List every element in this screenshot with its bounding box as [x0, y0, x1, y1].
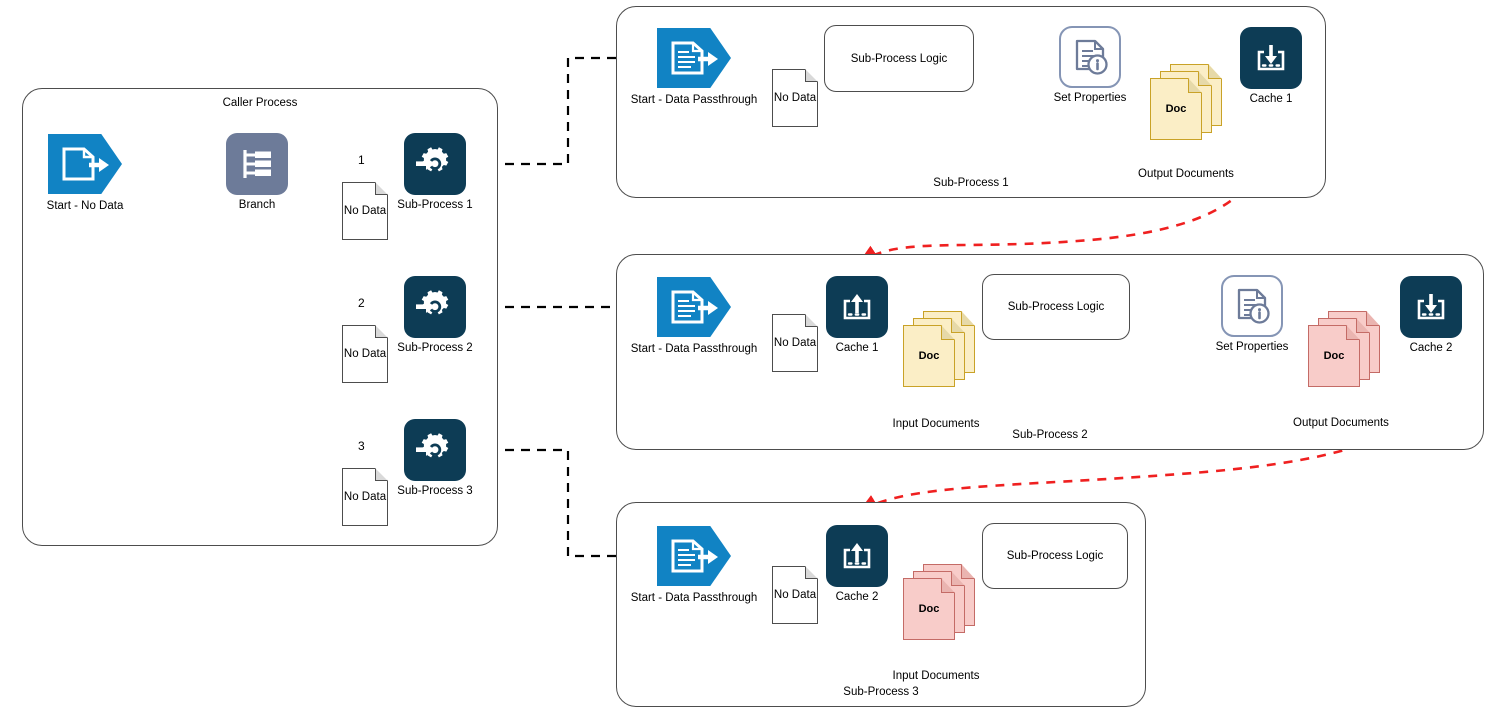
- doc-stack-p3-input: Doc: [903, 564, 975, 640]
- node-p2-logic[interactable]: Sub-Process Logic: [982, 274, 1130, 340]
- document-info-icon: [1059, 26, 1121, 88]
- node-p2-cache-write-label: Cache 2: [1409, 342, 1453, 354]
- brace-label-p2-input: Input Documents: [892, 418, 980, 430]
- doc-no-data-sp2-text: No Data: [343, 347, 387, 360]
- brace-label-p2-output: Output Documents: [1293, 417, 1389, 429]
- node-p3-cache-read[interactable]: Cache 2: [826, 525, 888, 603]
- doc-stack-p2-output: Doc: [1308, 311, 1380, 387]
- doc-no-data-sp1-text: No Data: [343, 204, 387, 217]
- doc-no-data-sp2: No Data: [342, 325, 388, 383]
- node-p1-set-properties[interactable]: Set Properties: [1054, 26, 1126, 104]
- doc-no-data-sp3-text: No Data: [343, 490, 387, 503]
- node-p1-logic[interactable]: Sub-Process Logic: [824, 25, 974, 92]
- node-p3-start-label: Start - Data Passthrough: [630, 592, 758, 604]
- sub-process-gear-icon: [404, 419, 466, 481]
- cache-read-icon: [826, 525, 888, 587]
- node-p1-start-label: Start - Data Passthrough: [630, 94, 758, 106]
- node-p3-logic-label: Sub-Process Logic: [1006, 550, 1104, 562]
- doc-p1-no-data: No Data: [772, 69, 818, 127]
- node-p3-logic[interactable]: Sub-Process Logic: [982, 523, 1128, 589]
- node-call-sub-process-2-label: Sub-Process 2: [397, 342, 473, 354]
- start-document-arrow-icon: [657, 526, 731, 586]
- sub-process-gear-icon: [404, 133, 466, 195]
- start-document-arrow-icon: [657, 28, 731, 88]
- node-p1-cache-write-label: Cache 1: [1249, 93, 1293, 105]
- branch-path-label-3: 3: [358, 437, 365, 455]
- branch-path-2-text: 2: [358, 296, 365, 310]
- doc-p3-no-data-text: No Data: [773, 588, 817, 601]
- branch-path-label-2: 2: [358, 294, 365, 312]
- node-p1-set-properties-label: Set Properties: [1053, 92, 1127, 104]
- node-p2-cache-read-label: Cache 1: [835, 342, 879, 354]
- doc-sheet-front: [1308, 325, 1360, 387]
- doc-no-data-sp3: No Data: [342, 468, 388, 526]
- document-info-icon: [1221, 275, 1283, 337]
- start-document-arrow-icon: [657, 277, 731, 337]
- node-call-sub-process-2[interactable]: Sub-Process 2: [397, 276, 473, 354]
- doc-stack-p1-output: Doc: [1150, 64, 1222, 140]
- node-p1-cache-write[interactable]: Cache 1: [1240, 27, 1302, 105]
- cache-read-icon: [826, 276, 888, 338]
- branch-tree-icon: [226, 133, 288, 195]
- panel-sub-process-2-title: Sub-Process 2: [1012, 429, 1088, 441]
- node-call-sub-process-1-label: Sub-Process 1: [397, 199, 473, 211]
- cache-write-icon: [1240, 27, 1302, 89]
- node-p1-start[interactable]: Start - Data Passthrough: [631, 28, 757, 106]
- start-document-arrow-icon: [48, 134, 122, 194]
- node-p2-start[interactable]: Start - Data Passthrough: [631, 277, 757, 355]
- doc-p2-no-data-text: No Data: [773, 336, 817, 349]
- panel-caller-process-title: Caller Process: [222, 97, 298, 109]
- brace-label-p3-input: Input Documents: [892, 670, 980, 682]
- doc-stack-p2-output-label: Doc: [1323, 350, 1345, 362]
- panel-sub-process-1-title: Sub-Process 1: [933, 177, 1009, 189]
- doc-sheet-front: [903, 325, 955, 387]
- node-call-sub-process-3[interactable]: Sub-Process 3: [397, 419, 473, 497]
- node-p2-set-properties[interactable]: Set Properties: [1216, 275, 1288, 353]
- branch-path-3-text: 3: [358, 439, 365, 453]
- node-branch[interactable]: Branch: [226, 133, 288, 211]
- doc-p2-no-data: No Data: [772, 314, 818, 372]
- doc-p1-no-data-text: No Data: [773, 91, 817, 104]
- node-start-no-data-label: Start - No Data: [46, 200, 124, 212]
- panel-sub-process-3-title: Sub-Process 3: [843, 686, 919, 698]
- doc-stack-p1-output-label: Doc: [1165, 103, 1187, 115]
- doc-p3-no-data: No Data: [772, 566, 818, 624]
- doc-stack-p2-input: Doc: [903, 311, 975, 387]
- doc-sheet-front: [1150, 78, 1202, 140]
- cache-write-icon: [1400, 276, 1462, 338]
- node-call-sub-process-3-label: Sub-Process 3: [397, 485, 473, 497]
- node-branch-label: Branch: [238, 199, 276, 211]
- sub-process-gear-icon: [404, 276, 466, 338]
- branch-path-label-1: 1: [358, 151, 365, 169]
- node-p2-set-properties-label: Set Properties: [1215, 341, 1289, 353]
- node-start-no-data[interactable]: Start - No Data: [47, 134, 123, 212]
- branch-path-1-text: 1: [358, 153, 365, 167]
- node-p2-logic-label: Sub-Process Logic: [1007, 301, 1105, 313]
- doc-stack-p2-input-label: Doc: [918, 350, 940, 362]
- node-p2-start-label: Start - Data Passthrough: [630, 343, 758, 355]
- brace-label-p1-output: Output Documents: [1138, 168, 1234, 180]
- node-p3-cache-read-label: Cache 2: [835, 591, 879, 603]
- doc-no-data-sp1: No Data: [342, 182, 388, 240]
- node-p2-cache-write[interactable]: Cache 2: [1400, 276, 1462, 354]
- node-p1-logic-label: Sub-Process Logic: [850, 52, 948, 65]
- doc-sheet-front: [903, 578, 955, 640]
- doc-stack-p3-input-label: Doc: [918, 603, 940, 615]
- node-call-sub-process-1[interactable]: Sub-Process 1: [397, 133, 473, 211]
- node-p2-cache-read[interactable]: Cache 1: [826, 276, 888, 354]
- node-p3-start[interactable]: Start - Data Passthrough: [631, 526, 757, 604]
